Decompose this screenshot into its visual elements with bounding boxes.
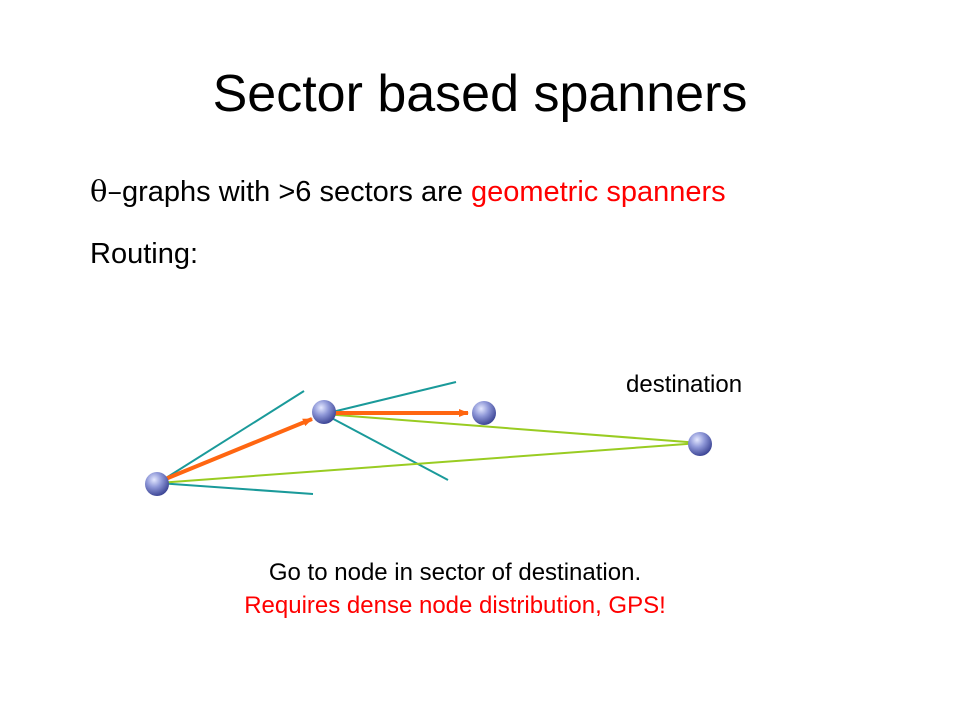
destination-label: destination (626, 371, 743, 398)
bullet-text: graphs with >6 sectors are (121, 176, 471, 208)
sector-line-a1 (157, 390, 305, 484)
destination-node (688, 432, 712, 456)
caption-line-2: Requires dense node distribution, GPS! (244, 592, 666, 619)
bullet-theta-graphs: θ–graphs with >6 sectors are geometric s… (90, 170, 790, 213)
destination-line-from-hop (323, 413, 701, 444)
highlight-geometric-spanners: geometric spanners (470, 176, 726, 208)
sector-line-b2 (323, 413, 449, 481)
bullet-routing: Routing: (90, 238, 199, 270)
sector-line-b1 (323, 381, 457, 415)
caption-line-1: Go to node in sector of destination. (268, 559, 642, 586)
source-node (145, 472, 169, 496)
next-node (472, 401, 496, 425)
theta-symbol: θ– (90, 174, 122, 208)
bullet-list: θ–graphs with >6 sectors are geometric s… (90, 170, 790, 275)
route-arrow-1 (162, 417, 313, 482)
destination-line-from-source (157, 442, 701, 484)
page-title: Sector based spanners (212, 65, 748, 123)
hop-node (312, 400, 336, 424)
caption: Go to node in sector of destination. Req… (0, 556, 910, 622)
sector-line-a2 (157, 482, 314, 495)
